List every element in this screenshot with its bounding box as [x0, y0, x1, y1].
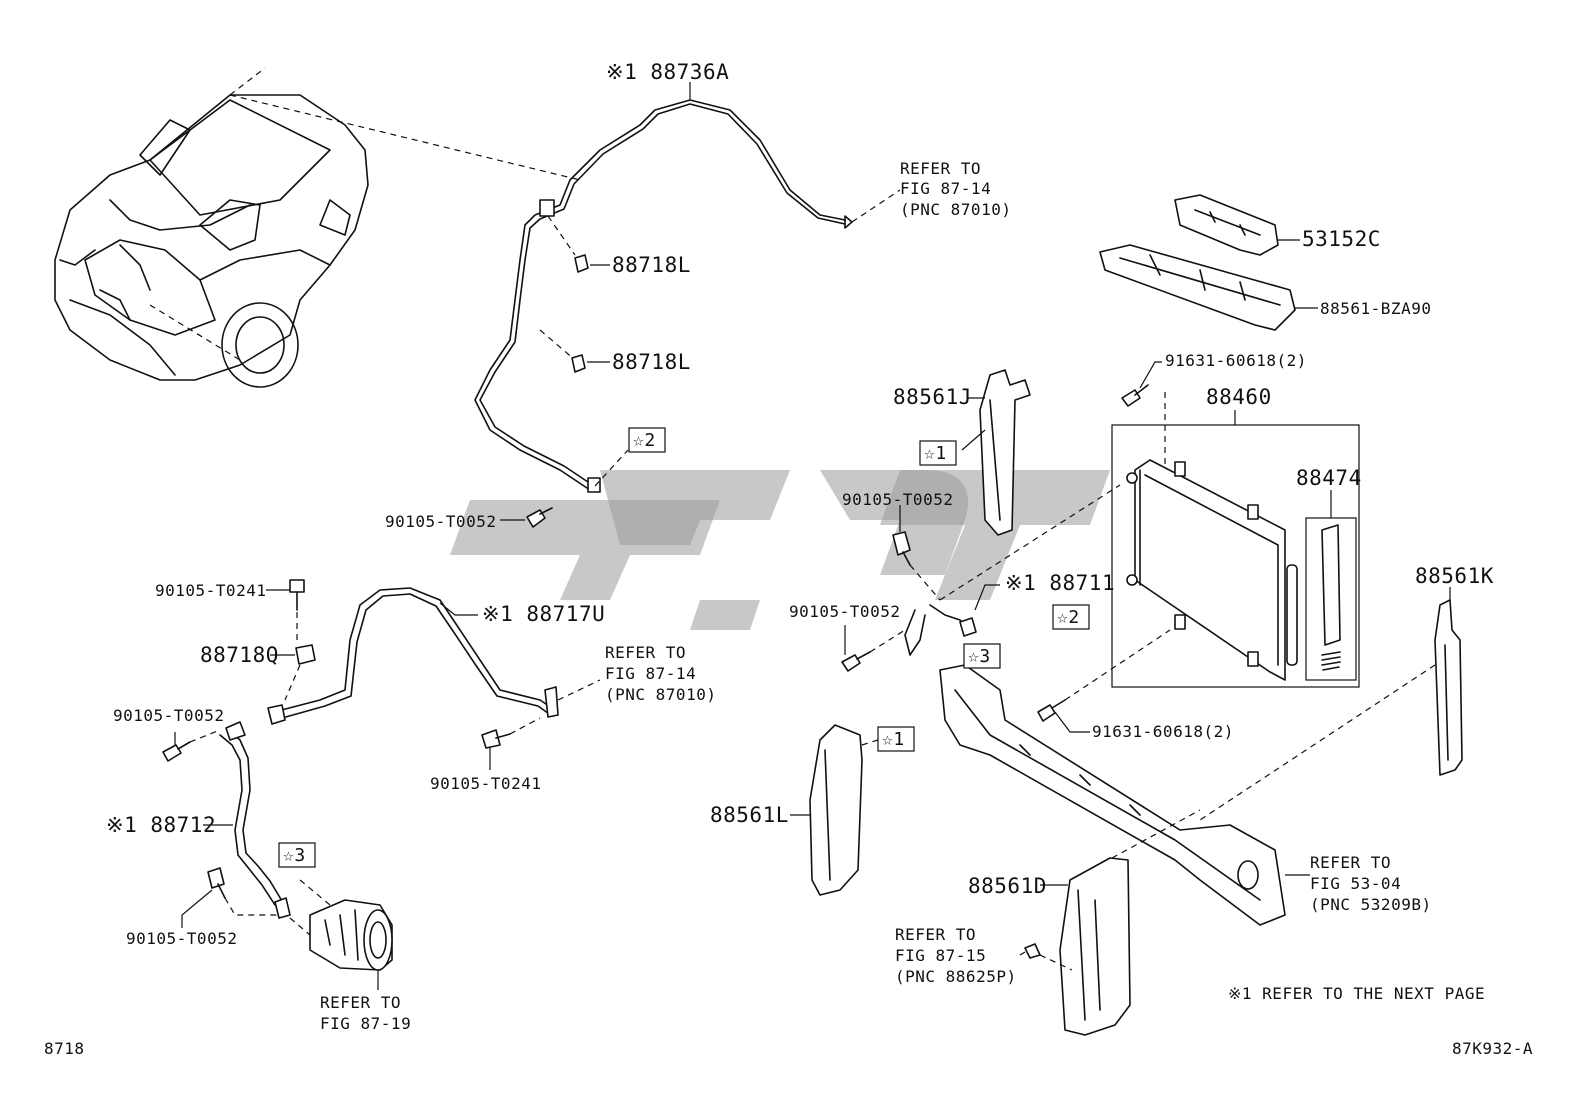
label-88561D: 88561D — [968, 874, 1047, 898]
compressor — [299, 879, 393, 990]
label-star2-b: ☆2 — [1057, 607, 1080, 628]
pipe-88736A — [474, 82, 901, 493]
bolt-91631-60618-bottom — [1037, 629, 1171, 733]
star-box-3a — [963, 643, 1001, 669]
bolt-90105-T0052-a — [500, 507, 553, 528]
label-bolt-e: 90105-T0052 — [126, 929, 237, 948]
clip-88718Q — [270, 644, 316, 701]
label-star1-b: ☆1 — [882, 729, 905, 750]
refer-bl-line2: FIG 87-15 — [895, 946, 986, 965]
label-88712: ※1 88712 — [106, 813, 216, 837]
refer-br-line3: (PNC 53209B) — [1310, 895, 1432, 914]
refer-top-line3: (PNC 87010) — [900, 200, 1011, 219]
star-box-3b — [278, 842, 316, 868]
footnote: ※1 REFER TO THE NEXT PAGE — [1228, 984, 1485, 1003]
condenser-88711 — [1126, 459, 1298, 681]
pipe-88717U — [267, 587, 601, 725]
label-bolt-d: 90105-T0052 — [113, 706, 224, 725]
support-53152C — [1174, 194, 1300, 256]
label-88474: 88474 — [1296, 466, 1362, 490]
refer-comp-line2: FIG 87-19 — [320, 1014, 411, 1033]
refer-comp-line1: REFER TO — [320, 993, 401, 1012]
label-bolt-a: 90105-T0052 — [385, 512, 496, 531]
bolt-90105-T0052-c — [841, 625, 906, 672]
bolt-90105-T0052-e — [181, 867, 280, 928]
clip-88718L-upper — [574, 254, 610, 273]
label-88561K: 88561K — [1415, 564, 1494, 588]
clip-88625P — [1019, 943, 1073, 971]
refer-top-line2: FIG 87-14 — [900, 179, 991, 198]
label-clip-88718L-a: 88718L — [612, 253, 691, 277]
label-bolt-c: 90105-T0052 — [789, 602, 900, 621]
refer-br-line1: REFER TO — [1310, 853, 1391, 872]
hose-88712 — [203, 721, 311, 936]
refer-bl-line3: (PNC 88625P) — [895, 967, 1017, 986]
label-star2-a: ☆2 — [633, 430, 656, 451]
refer-br-line2: FIG 53-04 — [1310, 874, 1401, 893]
vehicle-illustration — [54, 67, 581, 388]
seal-88561J — [961, 369, 1031, 536]
page-code: 8718 — [44, 1039, 85, 1058]
support-88561-BZA90 — [1099, 244, 1318, 331]
label-star1-a: ☆1 — [924, 443, 947, 464]
label-88717U: ※1 88717U — [482, 602, 605, 626]
seal-88561D — [1040, 809, 1201, 1036]
star-box-2b — [1052, 604, 1090, 630]
label-clip-88718L-b: 88718L — [612, 350, 691, 374]
label-88561L: 88561L — [710, 803, 789, 827]
clip-88718L-lower — [571, 354, 610, 373]
desiccant-88474 — [1305, 490, 1357, 681]
label-88460: 88460 — [1206, 385, 1272, 409]
refer-mid-line2: FIG 87-14 — [605, 664, 696, 683]
refer-mid-line1: REFER TO — [605, 643, 686, 662]
refer-top-line1: REFER TO — [900, 159, 981, 178]
refer-bl-line1: REFER TO — [895, 925, 976, 944]
bolt-90105-T0052-d — [162, 729, 221, 762]
radiator-support-crossbar — [939, 664, 1310, 926]
bolt-91631-60618-top — [1121, 361, 1166, 465]
bolt-90105-T0052-b — [892, 505, 941, 601]
bolt-90105-T0241-a — [266, 579, 305, 640]
star-box-1b — [877, 726, 915, 752]
label-88718Q: 88718Q — [200, 643, 279, 667]
star-box-2a — [628, 427, 666, 453]
label-pipe-88736A: ※1 88736A — [606, 60, 729, 84]
seal-88561K — [1199, 587, 1463, 821]
label-bolt-t0241-a: 90105-T0241 — [155, 581, 266, 600]
label-53152C: 53152C — [1302, 227, 1381, 251]
bolt-90105-T0241-b — [481, 717, 541, 770]
label-88561-BZA90: 88561-BZA90 — [1320, 299, 1431, 318]
refer-mid-line3: (PNC 87010) — [605, 685, 716, 704]
label-bolt-t0241-b: 90105-T0241 — [430, 774, 541, 793]
watermark-logo — [450, 470, 1110, 630]
label-bolt-b: 90105-T0052 — [842, 490, 953, 509]
label-star3-b: ☆3 — [283, 845, 306, 866]
label-88561J: 88561J — [893, 385, 972, 409]
label-91631-top: 91631-60618(2) — [1165, 351, 1307, 370]
seal-88561L — [790, 724, 879, 896]
label-star3-a: ☆3 — [968, 646, 991, 667]
star-box-1a — [919, 440, 957, 466]
figure-code: 87K932-A — [1452, 1039, 1533, 1058]
pipe-88711-connector — [904, 484, 1121, 656]
condenser-88460-frame — [1111, 410, 1360, 688]
label-91631-bottom: 91631-60618(2) — [1092, 722, 1234, 741]
label-88711: ※1 88711 — [1005, 571, 1115, 595]
